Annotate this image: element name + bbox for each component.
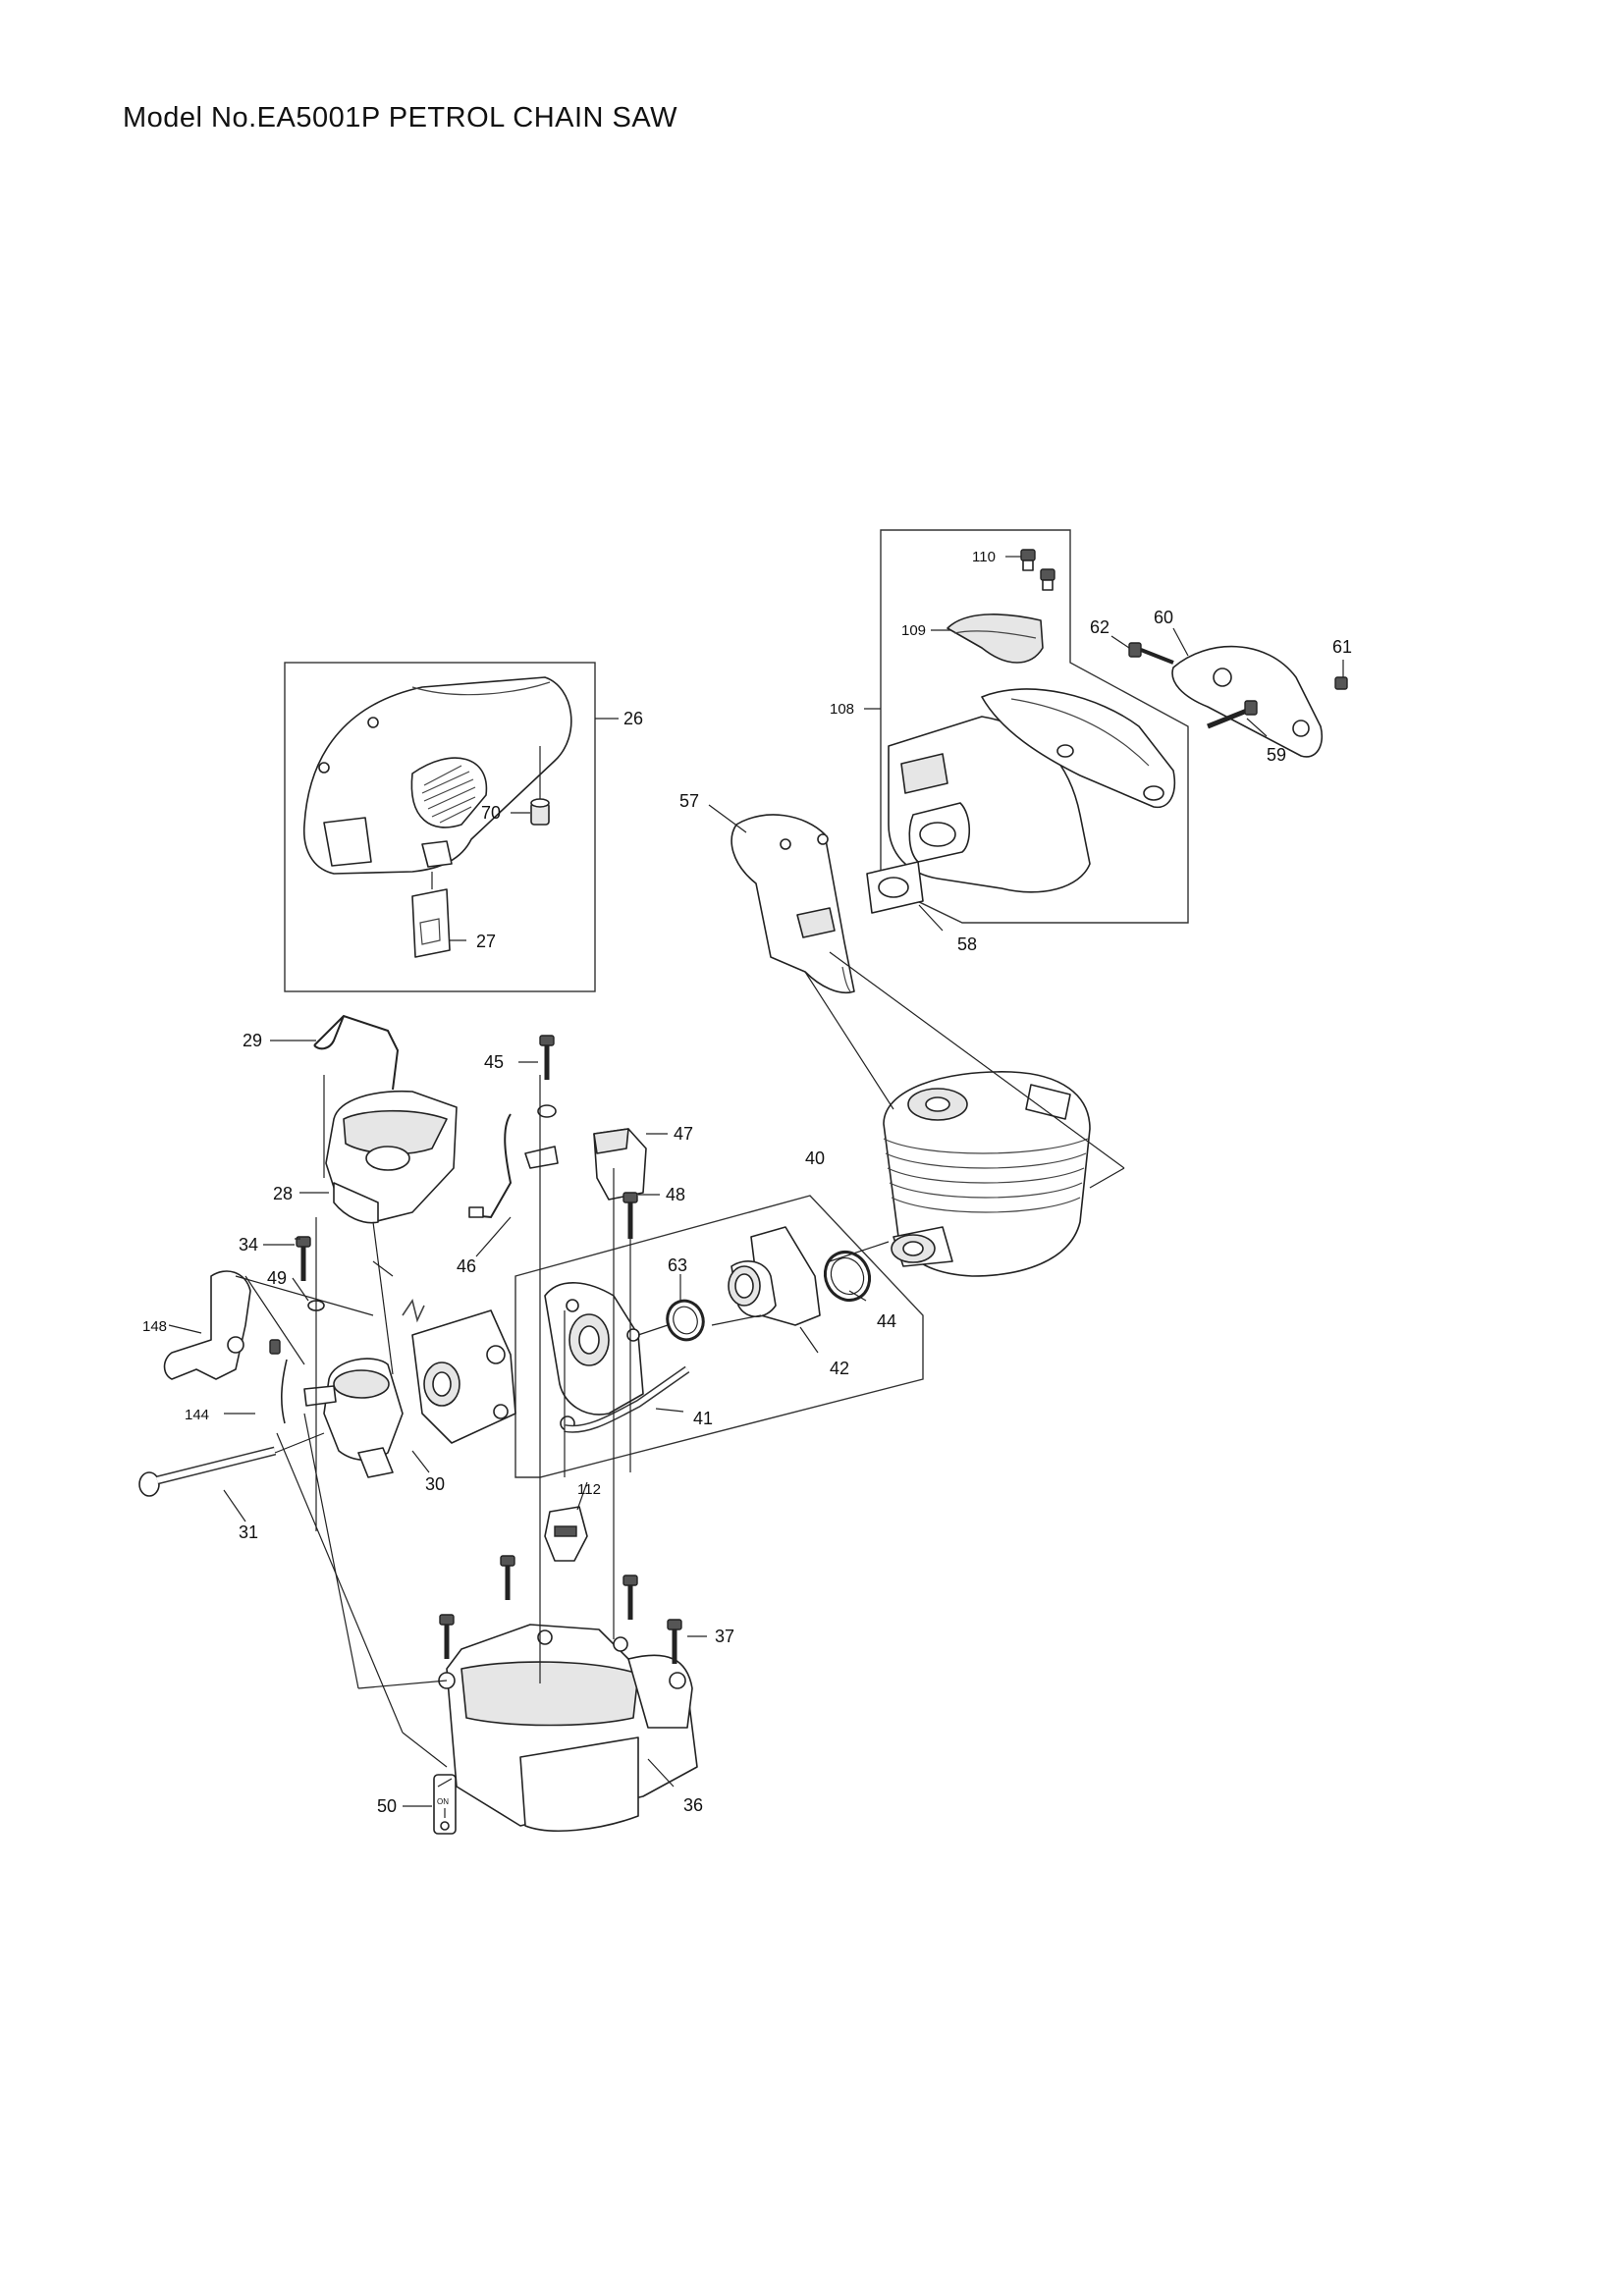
callout-labels: 110 109 108 62 60 61 59 26 70 57 58 27 2… xyxy=(142,549,1352,1816)
clip-part-112 xyxy=(544,1506,588,1562)
callout-26: 26 xyxy=(623,709,643,728)
heat-plate-part xyxy=(730,814,855,993)
callout-148: 148 xyxy=(142,1318,167,1335)
wire-clip-part xyxy=(313,1014,400,1091)
callout-31: 31 xyxy=(239,1522,258,1542)
muffler-cap-screws-part xyxy=(1020,549,1055,591)
pin-part xyxy=(269,1339,288,1424)
muffler-bolt-59 xyxy=(1207,700,1258,729)
switch-label-part: ON xyxy=(433,1774,457,1835)
adapter-ring-part xyxy=(666,1299,705,1342)
callout-61: 61 xyxy=(1332,637,1352,657)
choke-lever-part xyxy=(163,1270,251,1380)
muffler-bolt-62 xyxy=(1128,642,1174,665)
callout-28: 28 xyxy=(273,1184,293,1203)
callout-112: 112 xyxy=(577,1481,601,1498)
long-bolt-part xyxy=(138,1446,277,1497)
callout-27: 27 xyxy=(476,932,496,951)
callout-48: 48 xyxy=(666,1185,685,1204)
cover-nut-part xyxy=(530,746,550,826)
callout-30: 30 xyxy=(425,1474,445,1494)
carburetor-part xyxy=(402,1299,516,1444)
switch-label-on-text: ON xyxy=(437,1797,449,1806)
callout-34: 34 xyxy=(239,1235,258,1255)
callout-60: 60 xyxy=(1154,608,1173,627)
air-cover-group-box xyxy=(284,662,596,992)
callout-50: 50 xyxy=(377,1796,397,1816)
callout-41: 41 xyxy=(693,1409,713,1428)
callout-36: 36 xyxy=(683,1795,703,1815)
callout-42: 42 xyxy=(830,1359,849,1378)
callout-70: 70 xyxy=(481,803,501,823)
callout-37: 37 xyxy=(715,1627,734,1646)
assembly-guide-lines xyxy=(235,951,1125,1768)
intake-ring-part xyxy=(823,1251,872,1302)
callout-110: 110 xyxy=(972,549,996,565)
muffler-heat-shield-part xyxy=(981,688,1175,809)
callout-108: 108 xyxy=(830,701,854,718)
muffler-part xyxy=(888,716,1091,893)
callout-58: 58 xyxy=(957,934,977,954)
filter-plate-part xyxy=(411,872,451,958)
page-title: Model No.EA5001P PETROL CHAIN SAW xyxy=(123,102,678,133)
switch-screw-part xyxy=(622,1192,638,1239)
ground-screw-part xyxy=(539,1035,555,1080)
callout-109: 109 xyxy=(901,622,926,639)
air-cleaner-cover-part xyxy=(302,676,572,875)
callout-45: 45 xyxy=(484,1052,504,1072)
cylinder-part xyxy=(883,1071,1091,1277)
impulse-hose-part xyxy=(564,1365,690,1433)
callout-144: 144 xyxy=(185,1407,209,1423)
muffler-gasket-part xyxy=(866,861,924,914)
air-filter-base-part xyxy=(303,1358,404,1478)
filter-screw-part xyxy=(296,1236,311,1281)
callout-62: 62 xyxy=(1090,617,1109,637)
crankcase-screws-part xyxy=(439,1555,682,1664)
callout-44: 44 xyxy=(877,1311,896,1331)
callout-29: 29 xyxy=(243,1031,262,1050)
crankcase-part xyxy=(438,1624,698,1832)
muffler-cap-part xyxy=(947,614,1044,664)
callout-63: 63 xyxy=(668,1255,687,1275)
air-filter-part xyxy=(325,1090,458,1224)
carburetor-group-box xyxy=(514,1195,924,1478)
callout-59: 59 xyxy=(1267,745,1286,765)
stop-switch-part xyxy=(593,1128,647,1201)
callout-57: 57 xyxy=(679,791,699,811)
muffler-screw-61 xyxy=(1334,676,1348,690)
callout-47: 47 xyxy=(674,1124,693,1144)
callout-40: 40 xyxy=(805,1148,825,1168)
callout-49: 49 xyxy=(267,1268,287,1288)
intake-manifold-part xyxy=(728,1226,821,1326)
leader-lines xyxy=(168,556,1344,1807)
ground-wire-part xyxy=(468,1104,559,1219)
callout-46: 46 xyxy=(457,1256,476,1276)
